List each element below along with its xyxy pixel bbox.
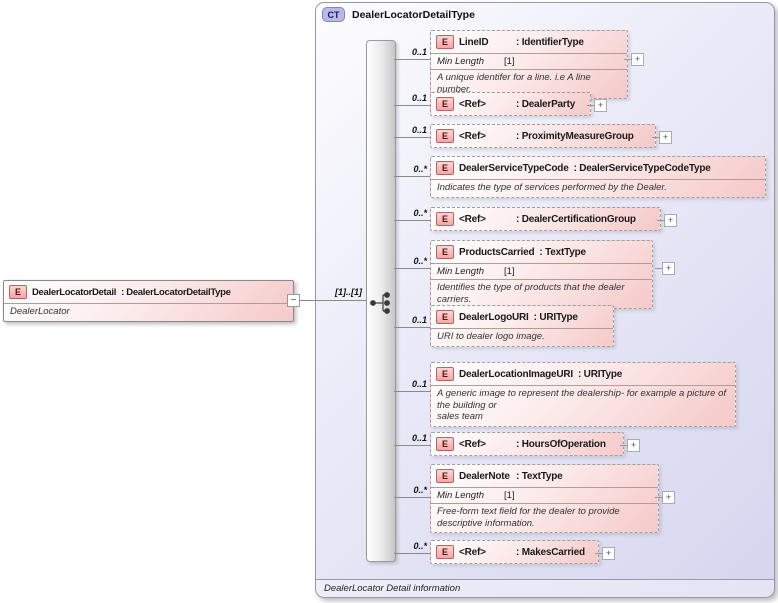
element-type: : DealerServiceTypeCodeType (573, 162, 711, 174)
element-name: <Ref> (459, 546, 486, 558)
root-element-annotation: DealerLocator (4, 303, 293, 321)
element-name: DealerServiceTypeCode (459, 162, 569, 174)
element-annotation: A generic image to represent the dealers… (431, 385, 735, 426)
element-type: : ProximityMeasureGroup (516, 130, 634, 142)
root-element-box[interactable]: E DealerLocatorDetail : DealerLocatorDet… (3, 280, 294, 322)
element-box-ref-proximitymeasuregroup[interactable]: E <Ref> : ProximityMeasureGroup (430, 124, 656, 148)
multiplicity-label: 0..1 (411, 47, 427, 57)
element-annotation: Identifies the type of products that the… (437, 282, 628, 305)
element-box-ref-hoursofoperation[interactable]: E <Ref> : HoursOfOperation (430, 432, 624, 456)
root-element-title: E DealerLocatorDetail : DealerLocatorDet… (4, 281, 293, 303)
multiplicity-label: 0..1 (411, 93, 427, 103)
element-name: <Ref> (459, 130, 486, 142)
element-type: : DealerCertificationGroup (516, 213, 636, 225)
collapse-icon[interactable]: − (287, 294, 300, 307)
element-name: DealerLogoURI (459, 311, 529, 323)
multiplicity-label: 0..* (413, 485, 427, 495)
facet-row: Min Length[1] (431, 487, 658, 504)
multiplicity-label: 0..1 (411, 379, 427, 389)
root-element-type: : DealerLocatorDetailType (121, 286, 231, 298)
element-box-ref-makescarried[interactable]: E <Ref> : MakesCarried (430, 540, 599, 564)
element-type: : URIType (533, 311, 578, 323)
expand-icon[interactable]: + (587, 99, 607, 112)
element-icon: E (436, 367, 454, 381)
element-name: DealerLocationImageURI (459, 368, 573, 380)
connector-line: 0..1 (394, 433, 430, 446)
expand-icon[interactable]: + (652, 131, 672, 144)
element-icon: E (436, 469, 454, 483)
connector-line: 0..1 (394, 125, 430, 138)
element-type: : TextType (539, 246, 586, 258)
element-box-lineid[interactable]: E LineID : IdentifierType Min Length[1] A … (430, 30, 628, 99)
element-name: <Ref> (459, 438, 486, 450)
element-icon: E (436, 545, 454, 559)
element-type: : HoursOfOperation (516, 438, 606, 450)
occurs-label: [1]..[1] (335, 287, 362, 297)
connector-line: 0..1 (394, 315, 430, 328)
expand-icon[interactable]: + (655, 262, 675, 275)
connector-line: 0..* (394, 164, 430, 177)
sequence-icon[interactable] (369, 292, 393, 314)
root-connector-line (300, 300, 366, 301)
element-name: LineID (459, 36, 489, 48)
element-box-productscarried[interactable]: E ProductsCarried : TextType Min Length[1]… (430, 240, 653, 309)
element-icon: E (436, 35, 454, 49)
element-icon: E (436, 212, 454, 226)
element-name: ProductsCarried (459, 246, 535, 258)
multiplicity-label: 0..1 (411, 125, 427, 135)
element-type: : DealerParty (516, 98, 576, 110)
element-icon: E (436, 437, 454, 451)
complex-type-header: CT DealerLocatorDetailType (322, 7, 475, 22)
root-element-name: DealerLocatorDetail (32, 286, 117, 298)
expand-icon[interactable]: + (595, 547, 615, 560)
facet-row: Min Length[1] (431, 263, 652, 280)
element-annotation: URI to dealer logo image. (431, 328, 613, 346)
expand-icon[interactable]: + (657, 214, 677, 227)
connector-line: 0..* (394, 541, 430, 554)
multiplicity-label: 0..* (413, 208, 427, 218)
element-box-dealerservicetypecode[interactable]: E DealerServiceTypeCode : DealerServiceTyp… (430, 156, 766, 198)
connector-line: 0..* (394, 256, 430, 269)
expand-icon[interactable]: + (655, 491, 675, 504)
element-box-dealernote[interactable]: E DealerNote : TextType Min Length[1] Free… (430, 464, 659, 533)
connector-line: 0..* (394, 208, 430, 221)
element-annotation: A unique identifer for a line. i.e A lin… (437, 72, 594, 95)
connector-line: 0..1 (394, 93, 430, 106)
element-name: DealerNote (459, 470, 510, 482)
element-annotation: Free-form text field for the dealer to p… (437, 506, 623, 529)
expand-icon[interactable]: + (624, 53, 644, 66)
element-type: : TextType (516, 470, 563, 482)
multiplicity-label: 0..1 (411, 315, 427, 325)
connector-line: 0..* (394, 485, 430, 498)
element-icon: E (436, 97, 454, 111)
element-annotation: Indicates the type of services performed… (431, 179, 765, 197)
element-icon: E (436, 129, 454, 143)
element-type: : MakesCarried (516, 546, 585, 558)
element-box-dealerlocationimageuri[interactable]: E DealerLocationImageURI : URIType A gener… (430, 362, 736, 427)
multiplicity-label: 0..* (413, 256, 427, 266)
connector-line: 0..1 (394, 47, 430, 60)
element-name: <Ref> (459, 213, 486, 225)
element-icon: E (436, 310, 454, 324)
complex-type-footer: DealerLocator Detail information (316, 579, 774, 597)
element-box-dealerlogouri[interactable]: E DealerLogoURI : URIType URI to dealer lo… (430, 305, 614, 347)
element-box-ref-dealerparty[interactable]: E <Ref> : DealerParty (430, 92, 591, 116)
element-icon: E (9, 285, 27, 299)
multiplicity-label: 0..* (413, 541, 427, 551)
multiplicity-label: 0..1 (411, 433, 427, 443)
expand-icon[interactable]: + (620, 439, 640, 452)
multiplicity-label: 0..* (413, 164, 427, 174)
complex-type-title: DealerLocatorDetailType (352, 8, 475, 21)
complex-type-icon: CT (322, 7, 345, 22)
facet-row: Min Length[1] (431, 53, 627, 70)
connector-line: 0..1 (394, 379, 430, 392)
element-name: <Ref> (459, 98, 486, 110)
element-type: : IdentifierType (516, 36, 584, 48)
element-icon: E (436, 161, 454, 175)
element-icon: E (436, 245, 454, 259)
element-type: : URIType (577, 368, 623, 380)
element-box-ref-dealercertificationgroup[interactable]: E <Ref> : DealerCertificationGroup (430, 207, 661, 231)
